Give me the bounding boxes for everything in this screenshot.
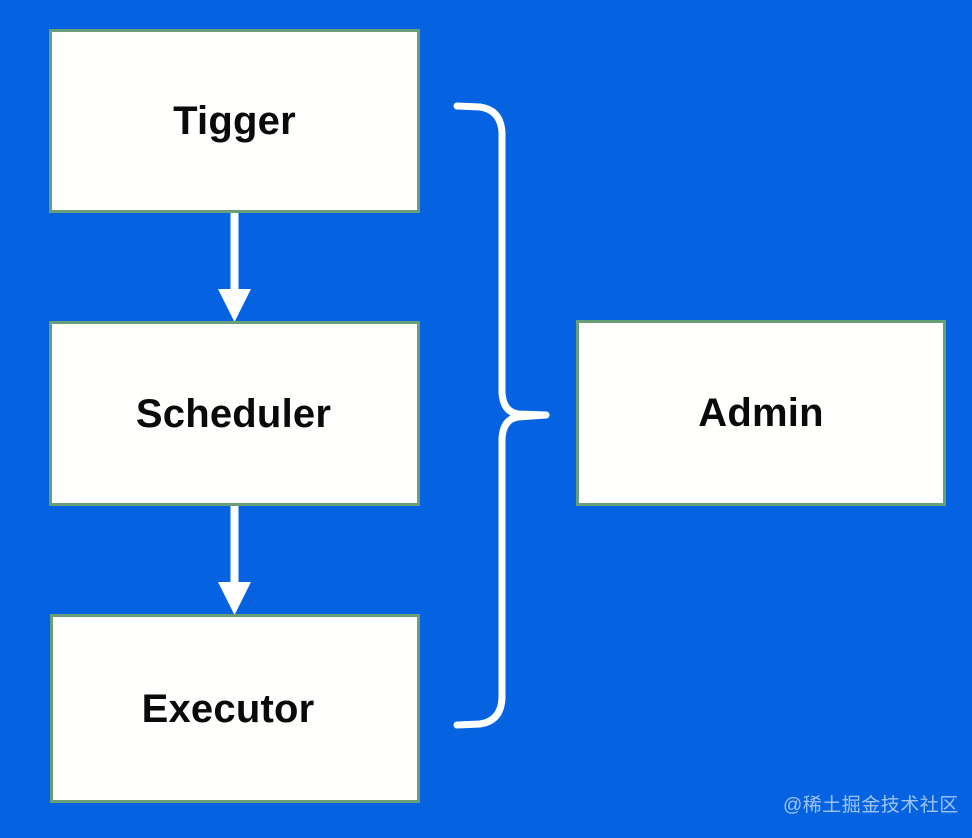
node-admin[interactable]: Admin xyxy=(576,320,946,506)
node-tigger-label: Tigger xyxy=(173,99,296,143)
watermark-text: @稀土掘金技术社区 xyxy=(783,795,959,816)
node-executor[interactable]: Executor xyxy=(50,614,420,803)
node-tigger[interactable]: Tigger xyxy=(49,29,420,213)
node-executor-label: Executor xyxy=(141,686,315,731)
node-scheduler-label: Scheduler xyxy=(135,391,332,436)
node-scheduler[interactable]: Scheduler xyxy=(49,321,420,506)
node-admin-label: Admin xyxy=(698,391,824,435)
